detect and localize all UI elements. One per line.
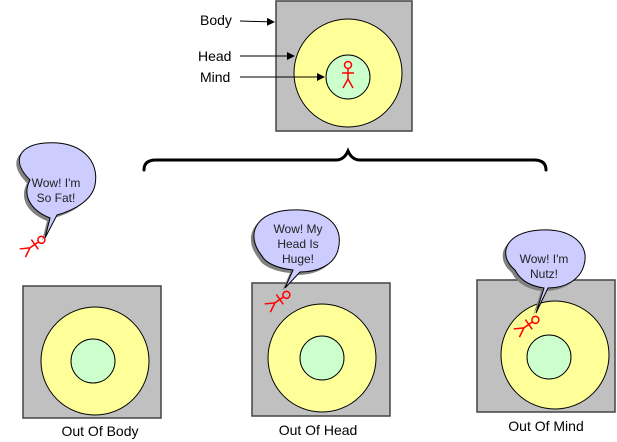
panel-caption: Out Of Body	[61, 423, 138, 439]
mind-circle	[299, 335, 345, 381]
panel-out-of-body: Wow! I'm So Fat! Out Of Body	[16, 142, 162, 439]
bubble-text-line-1: Wow! I'm	[32, 176, 81, 190]
panel-out-of-head: Wow! My Head Is Huge! Out Of Head	[250, 209, 391, 438]
head-label: Head	[198, 48, 231, 64]
speech-bubble: Wow! My Head Is Huge!	[250, 209, 340, 291]
panel-caption: Out Of Mind	[508, 418, 583, 434]
stick-figure-icon	[19, 235, 46, 258]
speech-bubble: Wow! I'm So Fat!	[16, 142, 97, 241]
body-arrow-icon	[239, 17, 275, 26]
mind-circle	[70, 338, 116, 384]
bubble-text-line-3: Huge!	[282, 252, 314, 266]
bubble-text-line-2: Nutz!	[530, 267, 558, 281]
bubble-text-line-1: Wow! My	[273, 222, 322, 236]
brace-connector	[142, 147, 548, 172]
panel-out-of-mind: Wow! I'm Nutz! Out Of Mind	[476, 229, 616, 434]
mind-label: Mind	[200, 69, 230, 85]
stick-figure-icon	[342, 60, 354, 89]
body-label: Body	[200, 12, 232, 28]
stick-figure-icon	[513, 315, 540, 338]
bubble-text-line-2: So Fat!	[37, 191, 76, 205]
reference-diagram: Body Head Mind	[198, 0, 413, 132]
bubble-text-line-2: Head Is	[277, 237, 318, 251]
stick-figure-icon	[264, 290, 291, 313]
speech-bubble: Wow! I'm Nutz!	[502, 229, 586, 316]
panel-caption: Out Of Head	[279, 422, 358, 438]
mind-circle	[526, 334, 572, 380]
bubble-text-line-1: Wow! I'm	[520, 252, 569, 266]
